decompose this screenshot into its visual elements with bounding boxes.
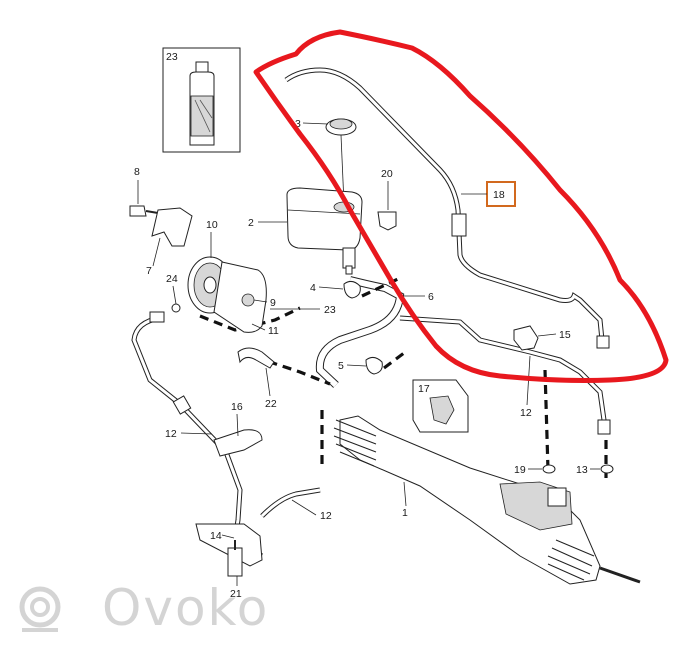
- callout-7: 7: [146, 265, 152, 277]
- callout-5: 5: [338, 360, 344, 372]
- reservoir-assembly: 3 2: [248, 118, 363, 275]
- pressure-hose-18: [284, 67, 610, 349]
- fluid-bottle-inset: 23: [162, 47, 241, 153]
- seal-19: 19: [514, 464, 556, 476]
- callout-12-left: 12: [165, 428, 177, 440]
- callout-3: 3: [295, 118, 301, 130]
- callout-12-lower: 12: [320, 510, 332, 522]
- lower-line-12: 12 14 21: [195, 487, 332, 600]
- bracket-7: 8 7: [129, 166, 193, 277]
- callout-8: 8: [134, 166, 140, 178]
- callout-15: 15: [559, 329, 571, 341]
- callout-12-right: 12: [520, 407, 532, 419]
- clip-20: 20: [377, 168, 397, 231]
- callout-6: 6: [428, 291, 434, 303]
- callout-9: 9: [270, 297, 276, 309]
- callout-20: 20: [381, 168, 393, 180]
- seal-13: 13: [576, 464, 614, 476]
- clip-15: 15: [513, 325, 571, 351]
- callout-4: 4: [310, 282, 316, 294]
- callout-13: 13: [576, 464, 588, 476]
- callout-14: 14: [210, 530, 222, 542]
- steering-rack-1: 1: [333, 415, 641, 585]
- callout-2: 2: [248, 217, 254, 229]
- watermark-text: Ovoko: [102, 579, 269, 637]
- rack-boot-right: [547, 539, 595, 581]
- callout-16: 16: [231, 401, 243, 413]
- rack-boot-left: [333, 419, 377, 467]
- callout-11: 11: [268, 325, 279, 337]
- ovoko-logo-icon: [19, 586, 61, 632]
- callout-10: 10: [206, 219, 218, 231]
- highlight-outline-18: [253, 29, 669, 383]
- callout-22: 22: [265, 398, 277, 410]
- return-line-12-left: 12 16: [131, 311, 264, 559]
- callout-1: 1: [402, 507, 408, 519]
- callout-18: 18: [493, 189, 505, 201]
- callout-19: 19: [514, 464, 526, 476]
- clamp-5: 5: [338, 356, 383, 375]
- callout-24: 24: [166, 273, 178, 285]
- pump-10: 10 9 11 23 24: [166, 219, 336, 337]
- clip-17-inset: 17: [412, 379, 469, 433]
- fluid-bottle-icon: [189, 61, 215, 146]
- clamp-4: 4: [310, 280, 361, 299]
- callout-17: 17: [418, 383, 430, 395]
- callout-23-pump: 23: [324, 304, 336, 316]
- ovoko-watermark: Ovoko: [19, 579, 269, 637]
- bracket-22: 22: [237, 347, 277, 410]
- callout-23-inset: 23: [166, 51, 178, 63]
- return-line-12-right: 12: [399, 315, 611, 435]
- callout-18-box: 18: [461, 181, 516, 207]
- return-hose-6: 6: [315, 276, 434, 388]
- callout-21: 21: [230, 588, 242, 600]
